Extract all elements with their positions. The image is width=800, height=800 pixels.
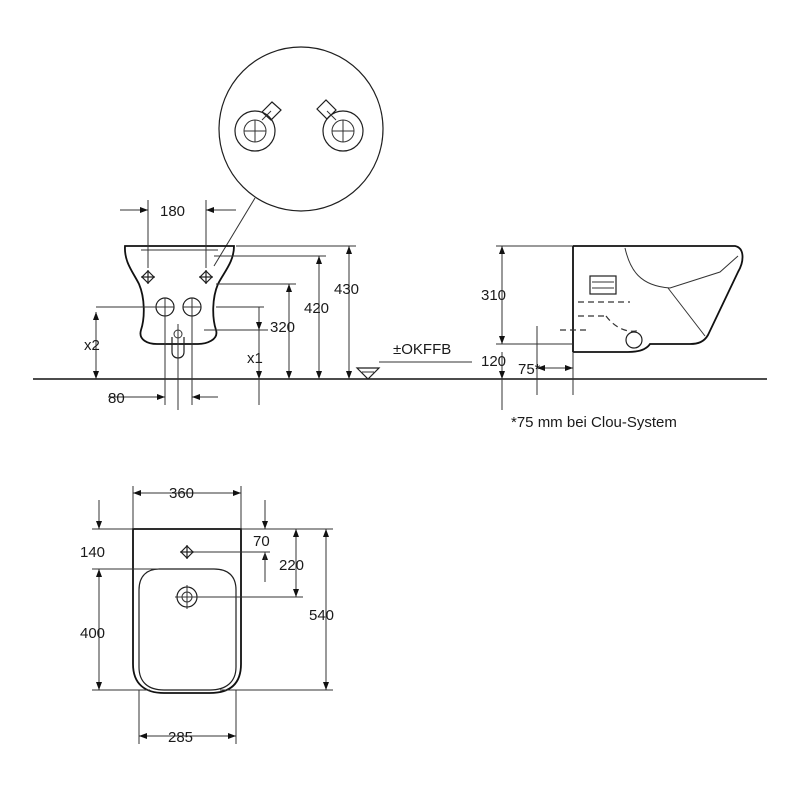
detail-view [213,46,384,267]
dim-x2: x2 [84,337,100,354]
tap-hole-upper-right-icon [199,270,213,284]
top-bowl [138,568,237,691]
siphon-icon [625,331,643,349]
detail-circle [218,46,384,212]
floor-reference: ±OKFFB [355,341,472,380]
side-view: 310 120 75* [481,245,744,410]
floor-reference-label: ±OKFFB [393,341,451,358]
left-valve-icon [234,101,282,152]
detail-leader [213,197,256,267]
dim-70: 70 [253,533,270,550]
dim-540: 540 [309,607,334,624]
dim-430: 430 [334,281,359,298]
floor-reference-icon [355,367,381,380]
tap-hole-top-icon [180,545,194,559]
dim-80: 80 [108,390,125,407]
dim-320: 320 [270,319,295,336]
dim-220: 220 [279,557,304,574]
dim-140: 140 [80,544,105,561]
top-outline [132,528,242,694]
dim-360: 360 [169,485,194,502]
top-view: 360 140 400 70 220 540 [80,485,334,746]
dim-420: 420 [304,300,329,317]
dim-120: 120 [481,353,506,370]
tap-hole-upper-left-icon [141,270,155,284]
side-outline [573,245,744,353]
dim-180: 180 [160,203,185,220]
dim-x1: x1 [247,350,263,367]
dim-285: 285 [168,729,193,746]
dim-310: 310 [481,287,506,304]
right-valve-icon [316,99,364,152]
front-view: 180 430 420 320 x1 x2 [84,200,359,410]
dim-75: 75* [518,361,541,378]
fitting-icon [589,275,617,295]
dim-400: 400 [80,625,105,642]
note-clou-system: *75 mm bei Clou-System [511,414,677,431]
